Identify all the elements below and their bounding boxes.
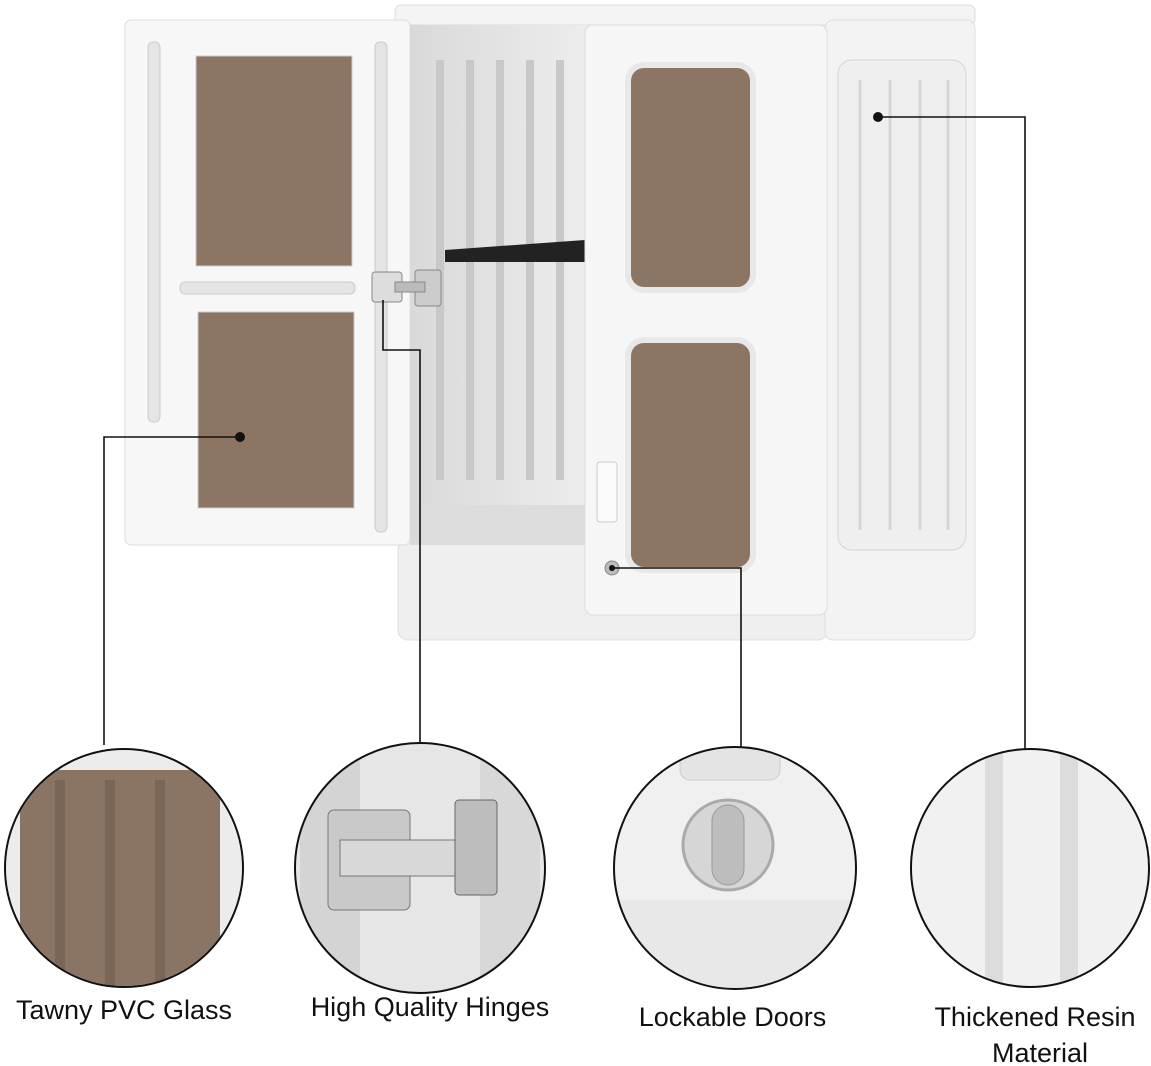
feature-label-hinges: High Quality Hinges (310, 992, 550, 1022)
pvc-glass-closeup-icon (4, 748, 244, 988)
shelf (445, 240, 585, 262)
feature-label-resin-line2: Material (991, 1038, 1089, 1066)
hinge-closeup-icon (294, 742, 546, 994)
cabinet (124, 4, 976, 641)
callout-lines (103, 116, 1026, 750)
feature-label-pvc-glass: Tawny PVC Glass (15, 995, 233, 1025)
feature-label-resin-line1: Thickened Resin (934, 1002, 1136, 1032)
resin-closeup-icon (910, 748, 1150, 988)
lock-closeup-icon (613, 746, 857, 990)
feature-label-lockable-doors: Lockable Doors (638, 1002, 827, 1032)
